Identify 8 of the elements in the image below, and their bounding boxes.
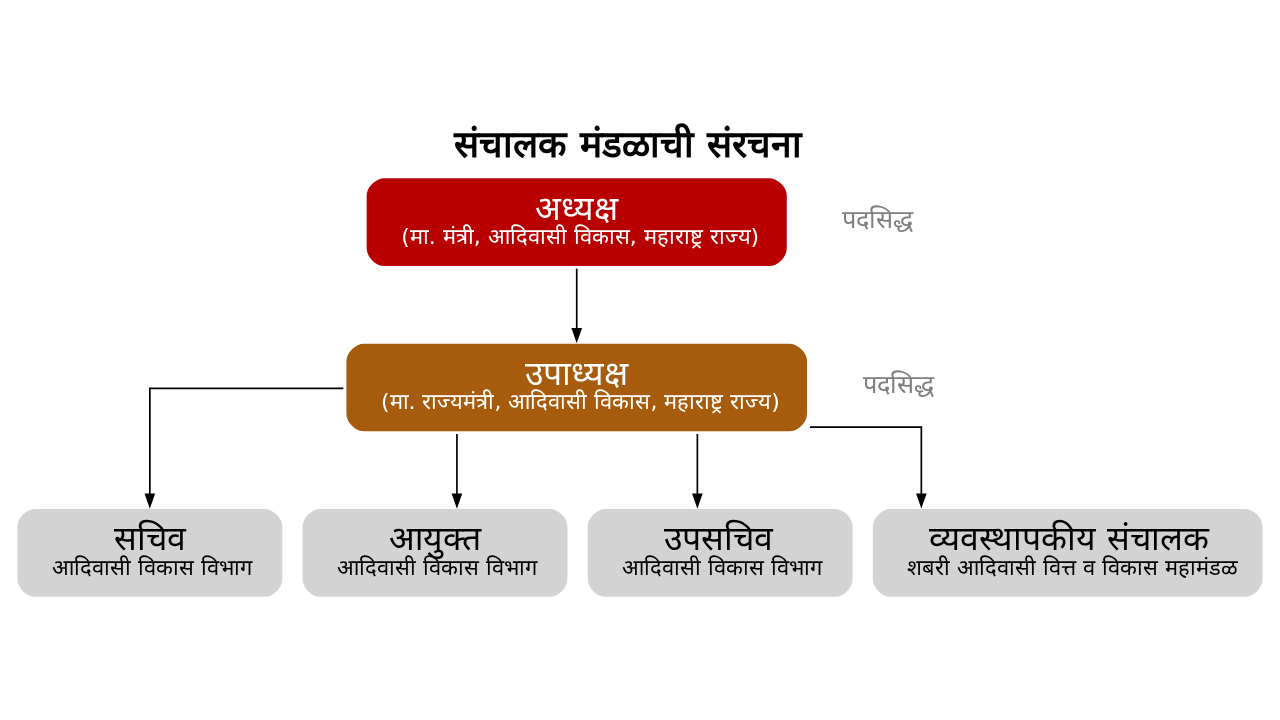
diagram-title: संचालक मंडळाची संरचना: [454, 122, 803, 166]
node-label: पदसिद्ध: [862, 369, 934, 399]
arrow: [144, 387, 345, 509]
node-label: पदसिद्ध: [842, 204, 914, 234]
arrow: [451, 432, 463, 509]
arrow: [571, 267, 583, 343]
arrow: [809, 425, 927, 509]
arrow: [692, 432, 703, 509]
